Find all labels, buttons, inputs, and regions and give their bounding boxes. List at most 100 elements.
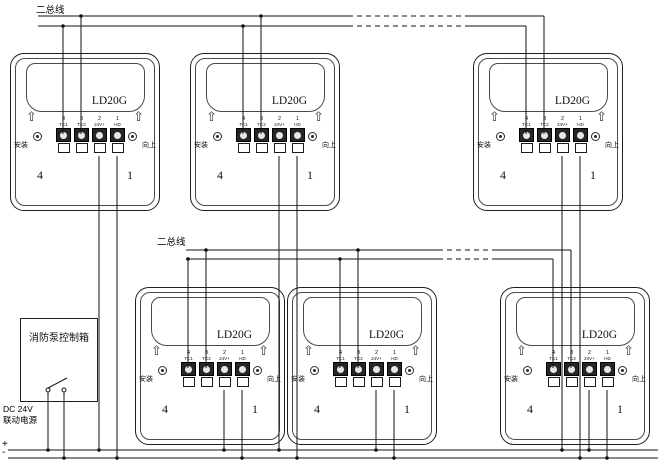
terminal-name: HD (294, 122, 301, 127)
terminal-screw-icon (546, 362, 561, 376)
terminal: 1 HD (234, 350, 251, 387)
terminal-name: 24V+ (94, 122, 105, 127)
up-arrow-icon (151, 344, 162, 357)
bottom-bus-label: 二总线 (157, 237, 186, 248)
terminal: 4 TC1 (518, 116, 535, 153)
module-model-label: LD20G (581, 329, 617, 341)
terminal-screw-icon (181, 362, 196, 376)
mount-screw-icon (253, 366, 262, 375)
mount-screw-icon (523, 366, 532, 375)
module: LD20G 安装 向上 4 TC1 3 TC2 2 24V+ (287, 287, 437, 445)
corner-number-right: 1 (252, 402, 258, 416)
terminal-clamp (273, 143, 286, 153)
terminal-clamp (218, 377, 231, 387)
corner-number-right: 1 (307, 168, 313, 182)
terminal: 2 24V+ (216, 350, 233, 387)
module-model-label: LD20G (216, 329, 252, 341)
terminal-screw-icon (254, 128, 269, 142)
terminal-clamp (547, 377, 560, 387)
corner-number-left: 4 (500, 168, 506, 182)
terminal: 4 TC1 (332, 350, 349, 387)
corner-number-right: 1 (404, 402, 410, 416)
mount-screw-icon (158, 366, 167, 375)
module: LD20G 安装 向上 4 TC1 3 TC2 2 24V+ (500, 287, 650, 445)
up-arrow-icon (313, 110, 324, 123)
terminal: 2 24V+ (271, 116, 288, 153)
terminal-screw-icon (351, 362, 366, 376)
terminal-name: 24V+ (557, 122, 568, 127)
mount-screw-icon (33, 132, 42, 141)
terminal-clamp (520, 143, 533, 153)
terminal-name: TC2 (354, 356, 363, 361)
terminal-screw-icon (56, 128, 71, 142)
plus-sign: + (2, 439, 8, 450)
terminal-name: TC1 (549, 356, 558, 361)
module: LD20G 安装 向上 4 TC1 3 TC2 2 24V+ (10, 53, 160, 211)
terminal-clamp (291, 143, 304, 153)
module-cover-outline: LD20G (303, 297, 422, 346)
terminal-screw-icon (600, 362, 615, 376)
up-label: 向上 (322, 142, 336, 149)
terminal-name: TC2 (567, 356, 576, 361)
terminal-clamp (574, 143, 587, 153)
up-arrow-icon (303, 344, 314, 357)
control-box-label: 消防泵控制箱 (29, 333, 89, 344)
up-arrow-icon (410, 344, 421, 357)
module-model-label: LD20G (368, 329, 404, 341)
terminal-block: 4 TC1 3 TC2 2 24V+ 1 HD (332, 350, 403, 387)
terminal-number: 2 (587, 350, 592, 356)
up-arrow-icon (516, 344, 527, 357)
terminal-number: 3 (542, 116, 547, 122)
terminal: 1 HD (109, 116, 126, 153)
terminal: 1 HD (289, 116, 306, 153)
mount-screw-icon (213, 132, 222, 141)
up-label: 向上 (267, 376, 281, 383)
terminal-number: 1 (578, 116, 583, 122)
terminal-clamp (334, 377, 347, 387)
up-arrow-icon (596, 110, 607, 123)
module-model-label: LD20G (271, 95, 307, 107)
mount-screw-icon (310, 366, 319, 375)
terminal: 3 TC2 (563, 350, 580, 387)
corner-number-left: 4 (314, 402, 320, 416)
terminal-screw-icon (272, 128, 287, 142)
terminal: 4 TC1 (235, 116, 252, 153)
terminal-name: HD (577, 122, 584, 127)
terminal-clamp (538, 143, 551, 153)
terminal-clamp (57, 143, 70, 153)
terminal-screw-icon (519, 128, 534, 142)
module-cover-outline: LD20G (151, 297, 270, 346)
terminal-screw-icon (92, 128, 107, 142)
up-label: 向上 (142, 142, 156, 149)
up-arrow-icon (133, 110, 144, 123)
terminal-name: TC1 (522, 122, 531, 127)
terminal-block: 4 TC1 3 TC2 2 24V+ 1 HD (545, 350, 616, 387)
corner-number-left: 4 (527, 402, 533, 416)
terminal: 1 HD (599, 350, 616, 387)
module: LD20G 安装 向上 4 TC1 3 TC2 2 24V+ (135, 287, 285, 445)
terminal-screw-icon (555, 128, 570, 142)
terminal-clamp (255, 143, 268, 153)
terminal-name: HD (239, 356, 246, 361)
terminal-clamp (93, 143, 106, 153)
terminal-screw-icon (199, 362, 214, 376)
module-model-label: LD20G (554, 95, 590, 107)
mount-screw-icon (496, 132, 505, 141)
install-label: 安装 (14, 142, 28, 149)
module-cover-outline: LD20G (26, 63, 145, 112)
terminal-clamp (75, 143, 88, 153)
module: LD20G 安装 向上 4 TC1 3 TC2 2 24V+ (473, 53, 623, 211)
terminal-clamp (111, 143, 124, 153)
terminal-screw-icon (236, 128, 251, 142)
up-label: 向上 (419, 376, 433, 383)
terminal: 4 TC1 (55, 116, 72, 153)
terminal: 2 24V+ (554, 116, 571, 153)
terminal-name: TC2 (257, 122, 266, 127)
terminal-clamp (237, 143, 250, 153)
terminal: 1 HD (386, 350, 403, 387)
terminal-name: HD (604, 356, 611, 361)
terminal: 3 TC2 (536, 116, 553, 153)
fire-pump-control-box: 消防泵控制箱 (20, 318, 98, 402)
terminal-screw-icon (110, 128, 125, 142)
terminal-name: 24V+ (371, 356, 382, 361)
